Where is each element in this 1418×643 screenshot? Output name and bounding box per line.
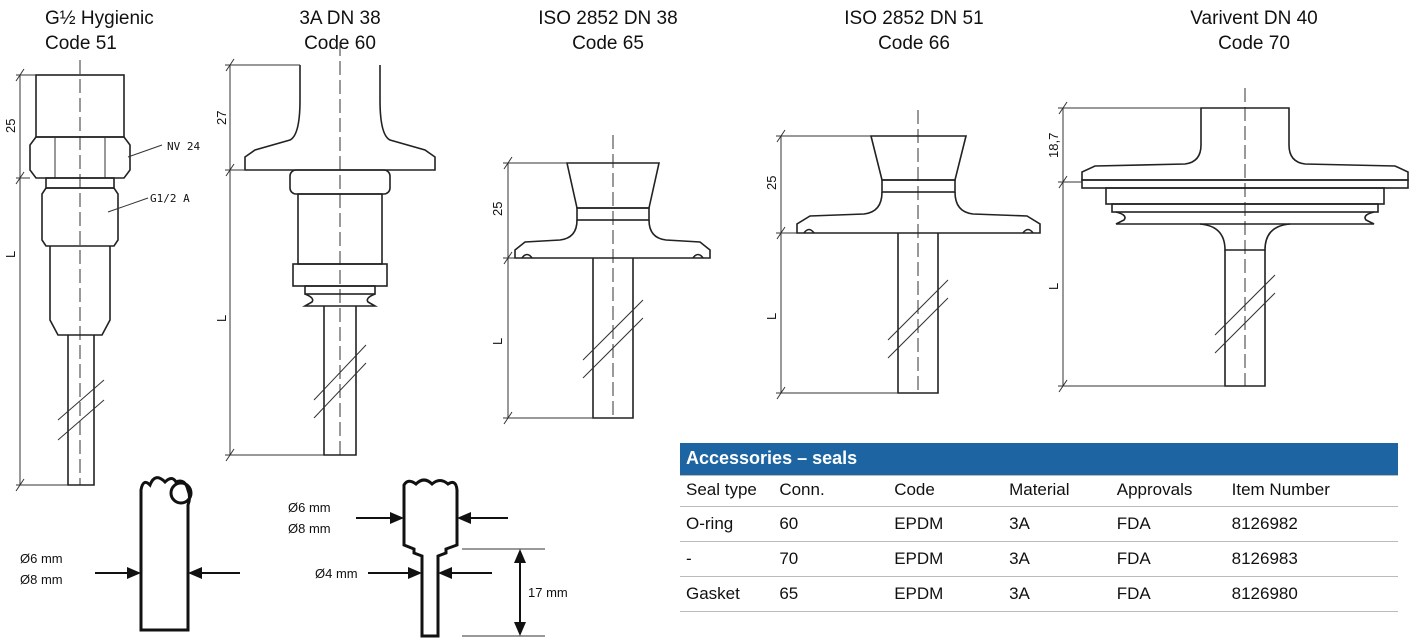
- annotation-nv24: NV 24: [167, 140, 200, 153]
- tip-detail-reduced: Ø6 mm Ø8 mm Ø4 mm 17 mm: [288, 478, 568, 638]
- col-conn: Conn.: [773, 475, 889, 507]
- header-code-70: Varivent DN 40 Code 70: [1190, 8, 1317, 54]
- col-code: Code: [888, 475, 1004, 507]
- cell: 3A: [1003, 541, 1111, 577]
- cell: 65: [773, 576, 889, 612]
- col-item-number: Item Number: [1225, 475, 1398, 507]
- cell: -: [680, 541, 774, 577]
- connection-code: Code 65: [572, 33, 644, 54]
- table-header-row: Seal type Conn. Code Material Approvals …: [680, 475, 1398, 507]
- dim-length: L: [3, 251, 18, 258]
- drawing-code-60: 27 L: [214, 42, 436, 462]
- seals-table-container: Accessories – seals Seal type Conn. Code…: [680, 443, 1398, 612]
- tip-detail-straight: Ø6 mm Ø8 mm: [20, 476, 240, 632]
- header-code-65: ISO 2852 DN 38 Code 65: [538, 8, 677, 54]
- connection-code: Code 51: [45, 33, 117, 54]
- cell: EPDM: [888, 576, 1004, 612]
- table-row: - 70 EPDM 3A FDA 8126983: [680, 541, 1398, 577]
- drawing-code-51: 25 L NV 24 G1/2 A: [3, 60, 200, 492]
- tip-length-label: 17 mm: [528, 585, 568, 600]
- dia-label-8: Ø8 mm: [20, 572, 63, 587]
- table-title: Accessories – seals: [680, 443, 1398, 476]
- table-row: O-ring 60 EPDM 3A FDA 8126982: [680, 506, 1398, 542]
- connection-name: G½ Hygienic: [45, 8, 154, 29]
- cell: Gasket: [680, 576, 774, 612]
- connection-code: Code 70: [1218, 33, 1290, 54]
- cell: 8126983: [1225, 541, 1398, 577]
- cell: 8126982: [1225, 506, 1398, 542]
- dim-top: 27: [214, 111, 229, 125]
- col-material: Material: [1003, 475, 1111, 507]
- header-code-66: ISO 2852 DN 51 Code 66: [844, 8, 983, 54]
- dia-label-6: Ø6 mm: [20, 551, 63, 566]
- cell: O-ring: [680, 506, 774, 542]
- connection-code: Code 66: [878, 33, 950, 54]
- dim-length: L: [764, 313, 779, 320]
- table-row: Gasket 65 EPDM 3A FDA 8126980: [680, 576, 1398, 612]
- dia-label-6: Ø6 mm: [288, 500, 331, 515]
- cell: FDA: [1110, 576, 1226, 612]
- tip-dia-label: Ø4 mm: [315, 566, 358, 581]
- dim-length: L: [1046, 283, 1061, 290]
- dim-top: 25: [490, 202, 505, 216]
- connection-name: Varivent DN 40: [1190, 8, 1317, 29]
- cell: 70: [773, 541, 889, 577]
- col-seal-type: Seal type: [680, 475, 774, 507]
- dim-top: 25: [764, 176, 779, 190]
- cell: EPDM: [888, 506, 1004, 542]
- dim-top: 18,7: [1046, 133, 1061, 158]
- drawing-code-70: 18,7 L: [1046, 88, 1409, 393]
- cell: EPDM: [888, 541, 1004, 577]
- dim-top: 25: [3, 119, 18, 133]
- cell: FDA: [1110, 506, 1226, 542]
- seals-table: Accessories – seals Seal type Conn. Code…: [680, 443, 1398, 612]
- cell: 3A: [1003, 506, 1111, 542]
- drawing-code-65: 25 L: [490, 135, 711, 425]
- connection-name: ISO 2852 DN 38: [538, 8, 677, 29]
- connection-name: 3A DN 38: [299, 8, 380, 29]
- header-code-51: G½ Hygienic Code 51: [45, 8, 154, 54]
- cell: 3A: [1003, 576, 1111, 612]
- connection-name: ISO 2852 DN 51: [844, 8, 983, 29]
- cell: 8126980: [1225, 576, 1398, 612]
- dim-length: L: [214, 315, 229, 322]
- cell: 60: [773, 506, 889, 542]
- dim-length: L: [490, 338, 505, 345]
- col-approvals: Approvals: [1110, 475, 1226, 507]
- drawing-code-66: 25 L: [764, 110, 1041, 400]
- dia-label-8: Ø8 mm: [288, 521, 331, 536]
- annotation-thread: G1/2 A: [150, 192, 190, 205]
- cell: FDA: [1110, 541, 1226, 577]
